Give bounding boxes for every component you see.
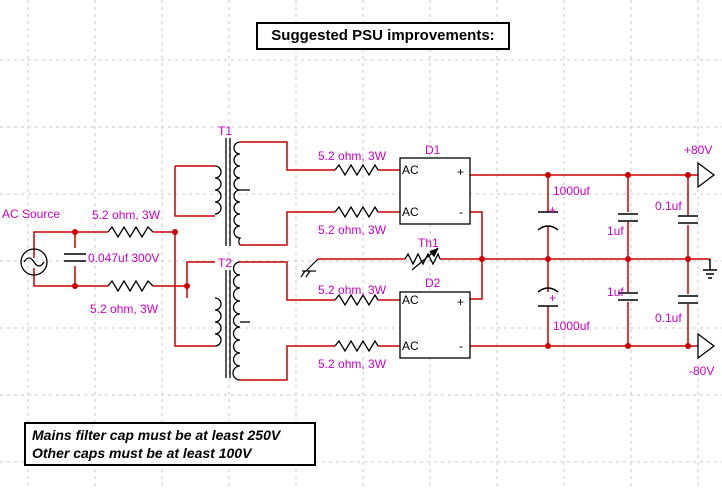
d2-plus-label: + xyxy=(457,295,464,309)
d1-plus-label: + xyxy=(457,165,464,179)
note-line: Other caps must be at least 100V xyxy=(32,445,252,461)
cap-1uf-top-label: 1uf xyxy=(607,224,624,238)
ac-source-symbol xyxy=(20,248,48,276)
cap-1000uf-top-label: 1000uf xyxy=(553,184,590,198)
ground-symbol xyxy=(703,259,717,279)
bridge-d2 xyxy=(399,291,471,359)
wires xyxy=(33,141,710,381)
d1-ac2-label: AC xyxy=(402,205,419,219)
t2-label: T2 xyxy=(218,256,232,270)
bridge-d1 xyxy=(399,157,471,225)
t2-resistor-bottom-label: 5.2 ohm, 3W xyxy=(318,357,387,371)
filter-capacitor xyxy=(64,253,86,262)
plus-80v-label: +80V xyxy=(684,143,712,157)
cap-1000uf-bottom-label: 1000uf xyxy=(553,319,590,333)
junction-nodes xyxy=(72,172,691,349)
d2-label: D2 xyxy=(425,276,441,290)
t1-resistor-bottom-label: 5.2 ohm, 3W xyxy=(318,223,387,237)
d1-minus-label: - xyxy=(459,205,463,219)
output-terminals xyxy=(697,161,716,360)
d2-minus-label: - xyxy=(459,339,463,353)
chassis-ground-symbol xyxy=(300,258,319,278)
minus-80v-label: -80V xyxy=(689,364,714,378)
th1-label: Th1 xyxy=(418,236,439,250)
d1-ac1-label: AC xyxy=(402,163,419,177)
thermistor-th1 xyxy=(404,247,441,271)
note-line: Mains filter cap must be at least 250V xyxy=(32,427,281,443)
transformer-t2 xyxy=(214,261,250,381)
notes-box: Mains filter cap must be at least 250V O… xyxy=(24,422,316,466)
cap-0.1uf-top-label: 0.1uf xyxy=(655,199,682,213)
cap-plus-top-label: + xyxy=(549,203,556,217)
input-resistor-top-label: 5.2 ohm, 3W xyxy=(92,208,161,222)
filter-capacitor-label: 0.047uf 300V xyxy=(88,251,159,265)
transformer-t1 xyxy=(214,138,250,246)
cap-0.1uf-bottom-label: 0.1uf xyxy=(655,311,682,325)
title-box: Suggested PSU improvements: xyxy=(256,22,510,50)
d2-ac1-label: AC xyxy=(402,293,419,307)
page-title: Suggested PSU improvements: xyxy=(271,27,495,44)
ac-source-label: AC Source xyxy=(2,207,60,221)
cap-1uf-bottom-label: 1uf xyxy=(607,285,624,299)
t2-resistor-top-label: 5.2 ohm, 3W xyxy=(318,283,387,297)
cap-plus-bottom-label: + xyxy=(549,291,556,305)
t1-resistor-top-label: 5.2 ohm, 3W xyxy=(318,149,387,163)
capacitors xyxy=(537,211,698,307)
t1-label: T1 xyxy=(218,124,232,138)
resistors xyxy=(107,163,379,353)
input-resistor-bottom-label: 5.2 ohm, 3W xyxy=(90,302,159,316)
d1-label: D1 xyxy=(425,143,441,157)
d2-ac2-label: AC xyxy=(402,339,419,353)
